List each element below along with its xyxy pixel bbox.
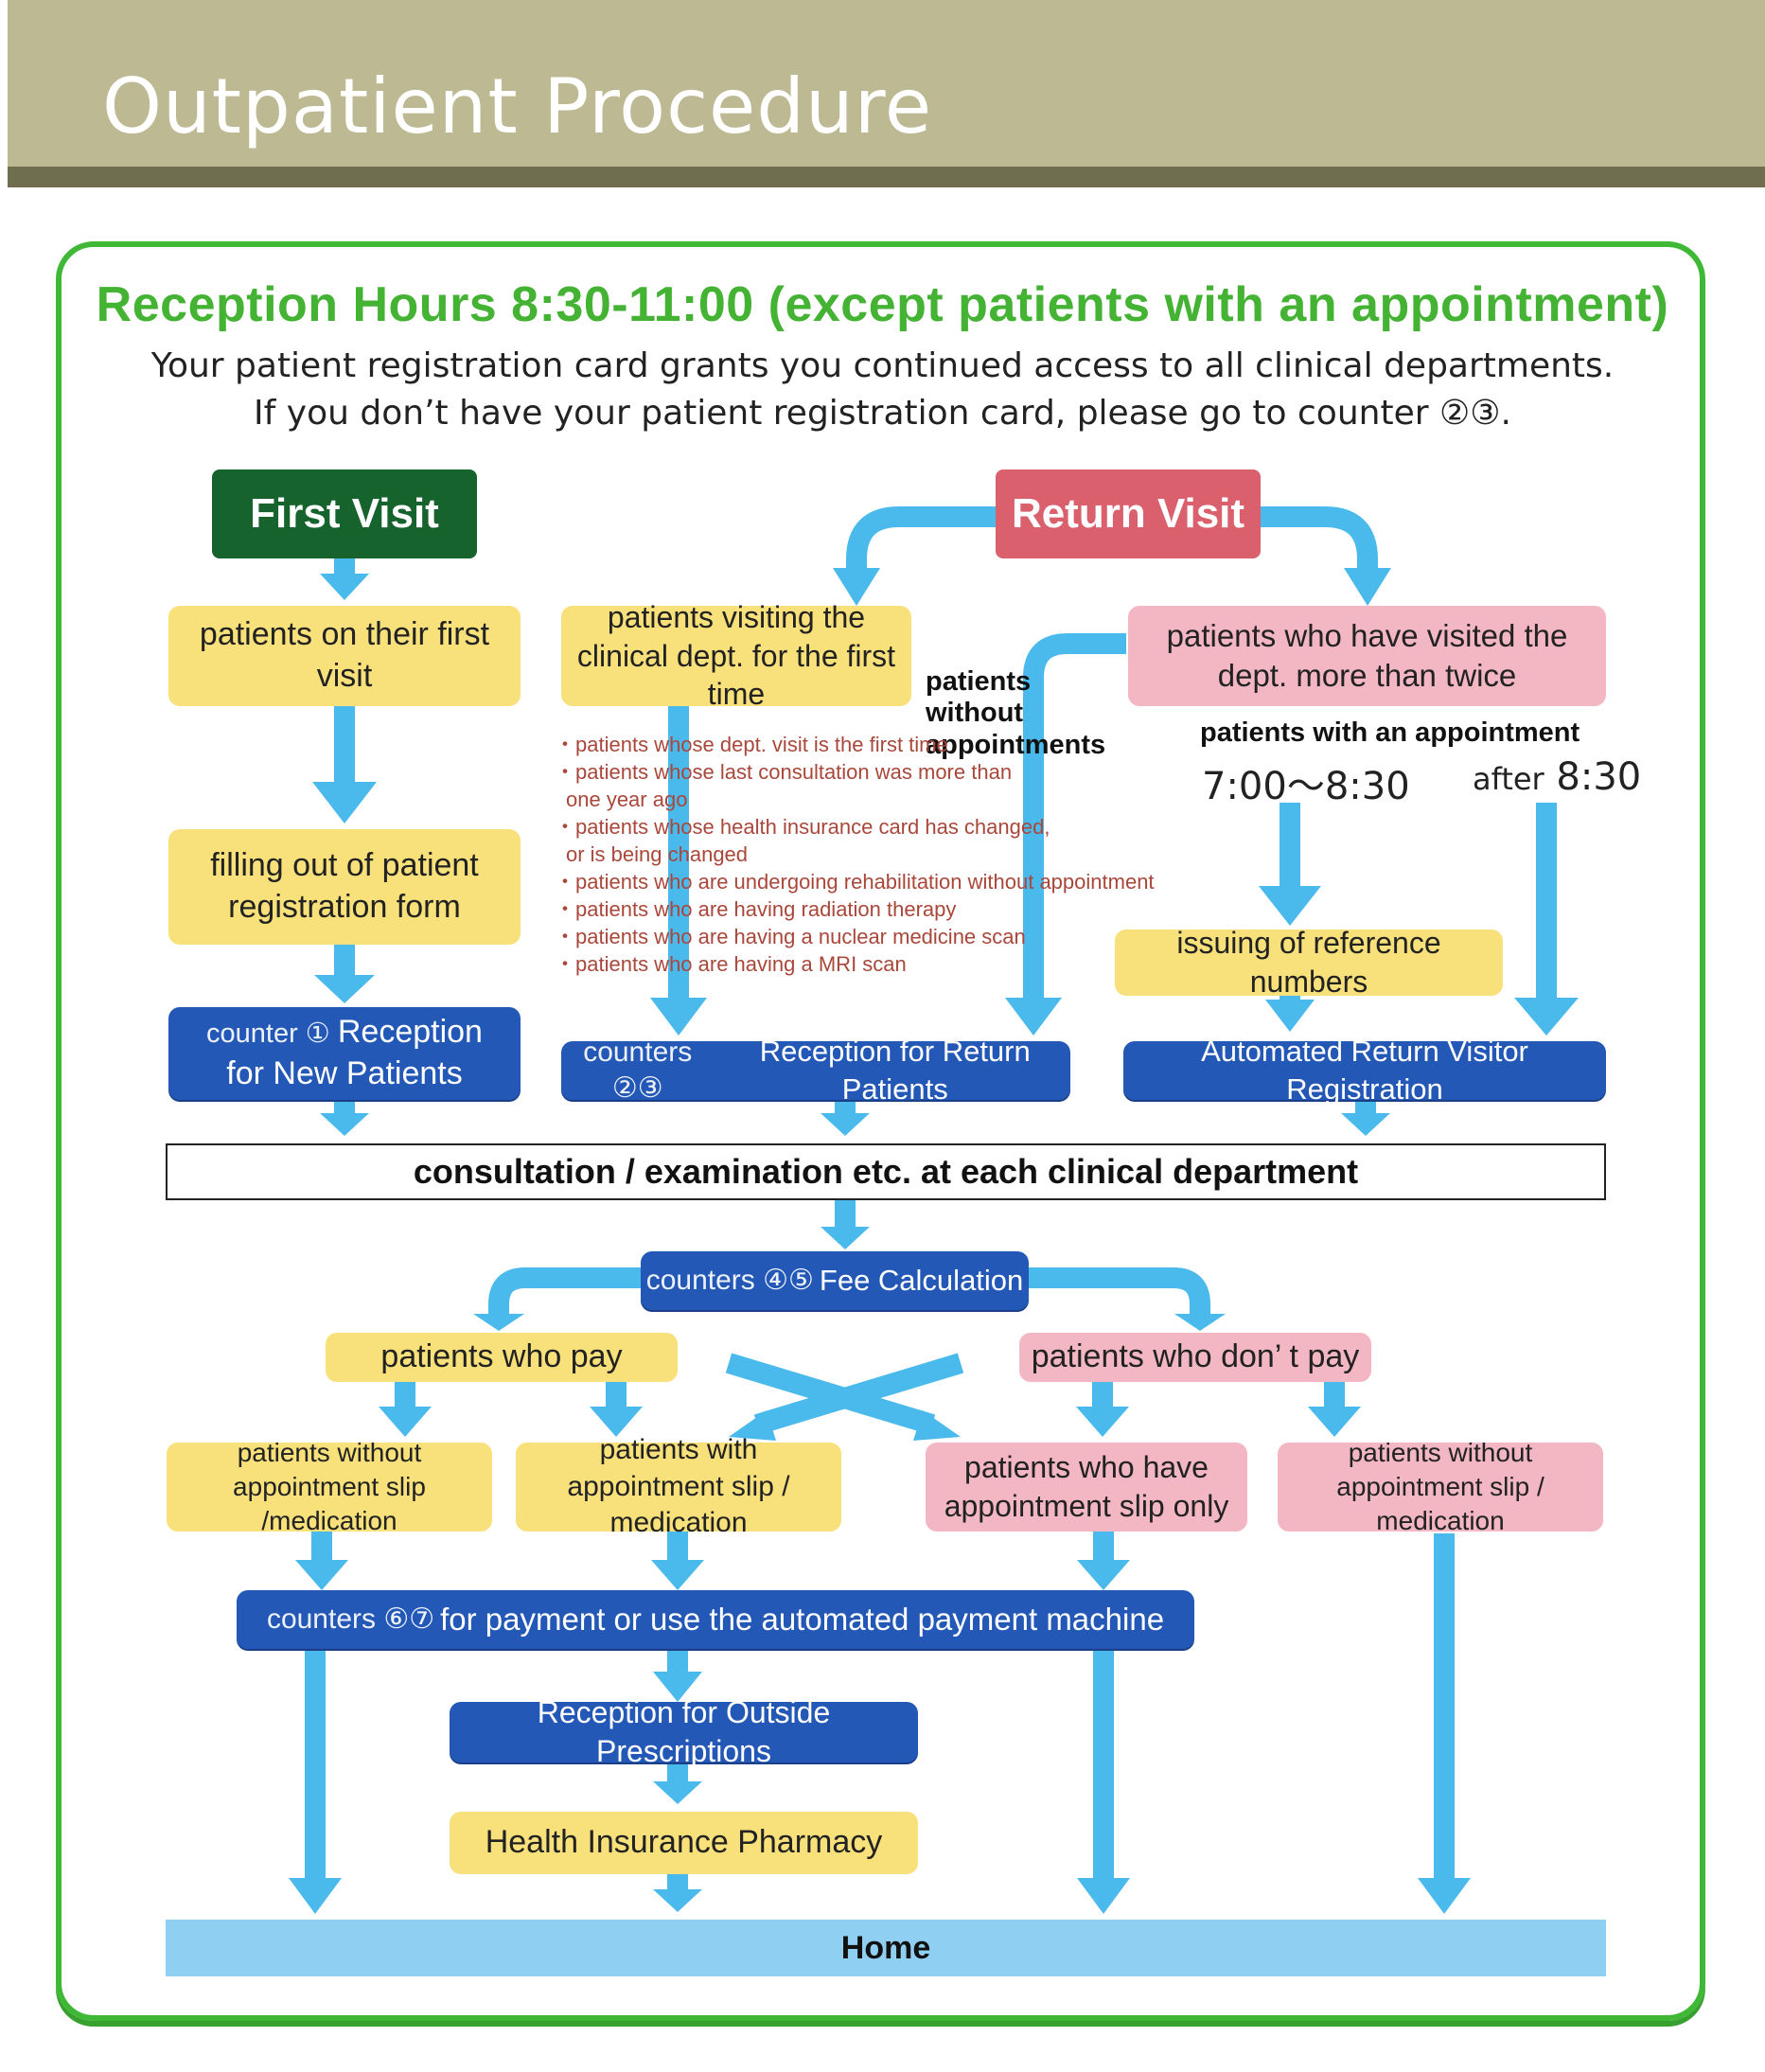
criteria-item: patients who are having radiation therap… (560, 895, 1155, 923)
arrow-fee-left (488, 1267, 644, 1318)
pay-with-slip-text: patients with appointment slip / medicat… (567, 1434, 790, 1539)
criteria-item-continued: one year ago (566, 788, 688, 811)
criteria-item: patients who are having a nuclear medici… (560, 923, 1155, 950)
dont-pay-without-slip-box: patients without appointment slip / medi… (1278, 1438, 1603, 1535)
counter-1-number: counter ① (206, 1018, 338, 1050)
fee-calculation-box: counters ④⑤ Fee Calculation (641, 1251, 1029, 1310)
first-visit-patients-text: patients on their first visit (199, 616, 490, 694)
automated-registration-text: Automated Return Visitor Registration (1201, 1035, 1528, 1106)
who-dont-pay-box: patients who don’ t pay (1019, 1333, 1371, 1382)
payment-counter-number: counters ⑥⑦ (266, 1603, 435, 1635)
header-band (8, 0, 1765, 167)
reference-numbers-box: issuing of reference numbers (1115, 926, 1503, 999)
arrow-return-left (846, 506, 996, 587)
fee-label: Fee Calculation (819, 1264, 1024, 1298)
dont-pay-slip-only-box: patients who have appointment slip only (926, 1443, 1247, 1532)
pay-with-slip-box: patients with appointment slip / medicat… (516, 1434, 841, 1538)
home-bar: Home (166, 1920, 1606, 1976)
registration-form-text: filling out of patient registration form (210, 847, 479, 925)
time-early: 7:00〜8:30 (1202, 765, 1410, 808)
criteria-item: patients who are having a MRI scan (560, 950, 1155, 978)
counter-2-3-label: Reception for Return Patients (759, 1035, 1031, 1106)
visited-twice-box: patients who have visited the dept. more… (1128, 606, 1606, 706)
registration-form-box: filling out of patient registration form (168, 829, 521, 945)
counter-2-3-box: counters ②③ Reception for Return Patient… (561, 1035, 1070, 1106)
counter-1-line-1: counter ① Reception (206, 1012, 483, 1054)
intro-line-1: Your patient registration card grants yo… (150, 346, 1615, 385)
who-pay-text: patients who pay (380, 1338, 623, 1375)
who-dont-pay-text: patients who don’ t pay (1031, 1338, 1360, 1375)
procedure-frame (56, 241, 1705, 2021)
payment-counter-box: counters ⑥⑦ for payment or use the autom… (237, 1590, 1194, 1649)
counter-1-label-start: Reception (337, 1014, 483, 1051)
return-visit-header: Return Visit (996, 469, 1261, 558)
fee-counter-number: counters ④⑤ (645, 1264, 814, 1296)
return-visit-title: Return Visit (1011, 489, 1245, 537)
arrowheads (289, 568, 1579, 1914)
header-shadow (8, 167, 1765, 187)
reception-hours: Reception Hours 8:30-11:00 (except patie… (96, 277, 1669, 332)
criteria-item: patients who are undergoing rehabilitati… (560, 868, 1155, 895)
criteria-item: patients whose last consultation was mor… (560, 758, 1155, 786)
first-time-dept-text: patients visiting the clinical dept. for… (576, 599, 896, 712)
intro-line-2: If you don’t have your patient registrat… (254, 394, 1511, 433)
arrow-without-appointments (1023, 633, 1126, 1003)
arrow-fee-right (1027, 1267, 1210, 1318)
time-late-value: 8:30 (1556, 755, 1642, 799)
first-visit-title: First Visit (250, 489, 439, 537)
consultation-bar: consultation / examination etc. at each … (166, 1143, 1606, 1200)
dont-pay-without-slip-text: patients without appointment slip / medi… (1336, 1438, 1544, 1535)
first-visit-header: First Visit (212, 469, 477, 558)
outside-prescriptions-text: Reception for Outside Prescriptions (537, 1695, 831, 1768)
dont-pay-slip-only-text: patients who have appointment slip only (944, 1450, 1229, 1523)
payment-label: for payment or use the automated payment… (440, 1601, 1165, 1637)
first-visit-patients-box: patients on their first visit (168, 606, 521, 706)
pharmacy-box: Health Insurance Pharmacy (450, 1812, 918, 1874)
time-late-prefix: after (1473, 761, 1544, 797)
visited-twice-text: patients who have visited the dept. more… (1166, 617, 1568, 693)
automated-registration-box: Automated Return Visitor Registration (1123, 1035, 1606, 1106)
page-title: Outpatient Procedure (102, 62, 933, 151)
counter-2-3-number: counters ②③ (583, 1036, 693, 1104)
criteria-item-continued: or is being changed (566, 842, 749, 866)
time-late: after 8:30 (1473, 755, 1641, 799)
first-time-criteria-list: patients whose dept. visit is the first … (560, 731, 1155, 978)
outside-prescriptions-box: Reception for Outside Prescriptions (450, 1695, 918, 1768)
criteria-item: patients whose dept. visit is the first … (560, 731, 1155, 758)
reference-numbers-text: issuing of reference numbers (1176, 926, 1441, 999)
with-appointment-label: patients with an appointment (1200, 717, 1580, 748)
home-text: Home (840, 1929, 931, 1966)
arrow-return-right (1259, 506, 1378, 587)
pharmacy-text: Health Insurance Pharmacy (485, 1824, 883, 1861)
first-time-dept-box: patients visiting the clinical dept. for… (561, 600, 911, 711)
criteria-item: patients whose health insurance card has… (560, 813, 1155, 841)
pay-without-slip-box: patients without appointment slip /medic… (167, 1438, 492, 1535)
pay-without-slip-text: patients without appointment slip /medic… (233, 1438, 426, 1535)
consultation-text: consultation / examination etc. at each … (413, 1152, 1359, 1191)
counter-1-label: for New Patients (226, 1055, 463, 1091)
who-pay-box: patients who pay (326, 1333, 678, 1382)
arrow-cross-left (753, 1353, 964, 1435)
